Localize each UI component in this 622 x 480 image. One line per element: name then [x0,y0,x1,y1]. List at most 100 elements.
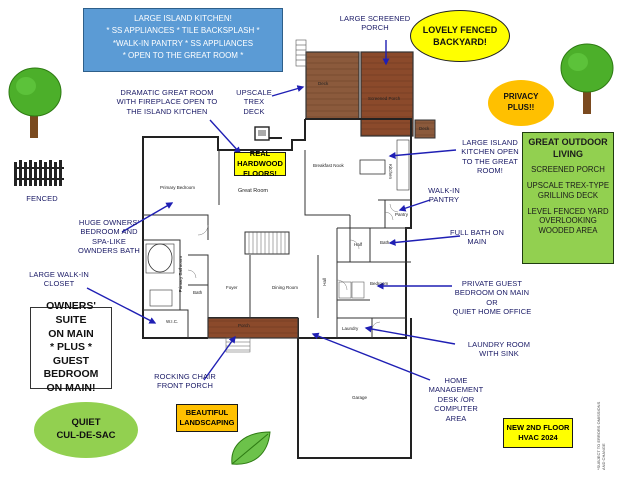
fence-icon [14,160,64,186]
front-porch-area [207,317,299,339]
arrow-full-bath [388,235,461,246]
oval-line: LOVELY FENCED [422,24,498,35]
box-line: BEAUTIFUL [185,408,229,418]
quiet-cul-de-sac-oval: QUIET CUL-DE-SAC [34,402,138,458]
box-line: HVAC 2024 [518,433,558,442]
label-line: ROCKING CHAIR [154,372,216,381]
title-line: LIVING [552,148,583,159]
box-line: REAL HARDWOOD [237,149,283,169]
box-line: NEW 2ND FLOOR [506,423,570,433]
room-pantry: Pantry [395,212,409,217]
room-screened-porch: Screened Porch [368,96,401,101]
room-half: Half [354,242,363,247]
label-line: WITH SINK [479,349,519,359]
room-bedroom: Bedroom [370,281,389,286]
box-line: ON MAIN! [46,382,96,395]
large-walk-in-closet-label: LARGE WALK-IN CLOSET [24,270,94,289]
lovely-fenced-backyard-oval: LOVELY FENCED BACKYARD! [410,10,510,62]
beautiful-landscaping-box: BEAUTIFUL LANDSCAPING [176,404,238,432]
great-outdoor-living-title: GREAT OUTDOOR LIVING [526,137,610,160]
label-line: HOME [444,376,468,385]
real-hardwood-box: REAL HARDWOOD FLOORS! [234,149,286,178]
room-laundry: Laundry [342,326,359,331]
privacy-plus-oval: PRIVACY PLUS!! [488,80,554,126]
label-line: WITH FIREPLACE OPEN TO [116,97,218,107]
large-island-kitchen-open-label: LARGE ISLAND KITCHEN OPEN TO THE GREAT R… [455,138,525,176]
label-line: PRIVATE GUEST [461,279,523,288]
box-line: * PLUS * [49,341,92,354]
arrow-owners-bedroom [121,202,174,233]
label-line: OR [486,297,498,307]
arrow-great-room [209,119,241,155]
outdoor-item: UPSCALE TREX-TYPE GRILLING DECK [526,181,610,200]
room-primary-bedroom: Primary Bedroom [160,185,196,190]
box-line: LANDSCAPING [179,418,235,427]
room-foyer: Foyer [226,285,238,290]
huge-owners-bedroom-label: HUGE OWNERS' BEDROOM AND SPA-LIKE OWNDER… [78,218,140,256]
label-line: LARGE WALK-IN [29,270,89,279]
outdoor-item: LEVEL FENCED YARD OVERLOOKING WOODED ARE… [527,206,609,236]
small-deck-area [414,119,436,139]
room-dining-room: Dining Room [272,285,299,290]
label-line: UPSCALE [236,88,272,97]
island-kitchen-box-line: * OPEN TO THE GREAT ROOM * [122,51,244,61]
dramatic-great-room-label: DRAMATIC GREAT ROOM WITH FIREPLACE OPEN … [112,88,222,116]
deck-area [305,51,360,120]
great-outdoor-living-box: GREAT OUTDOOR LIVING SCREENED PORCH UPSC… [522,132,614,264]
room-wic: W.I.C. [166,319,179,324]
room-garage: Garage [352,395,368,400]
home-management-desk-label: HOME MANAGEMENT DESK /OR COMPUTER AREA [426,376,486,423]
room-hall: Hall [322,278,327,286]
walk-in-pantry-label: WALK-IN PANTRY [424,186,464,205]
island-kitchen-box-line: * SS APPLIANCES * TILE BACKSPLASH * [106,26,260,36]
label-line: SPA-LIKE [91,236,126,246]
screened-porch-area [360,51,414,137]
room-bath-right: Bath [380,240,390,245]
upscale-trex-deck-label: UPSCALE TREX DECK [234,88,274,116]
box-line: FLOORS! [243,168,277,178]
label-line: PORCH [361,23,389,33]
tree-icon [560,43,614,114]
bathtub [147,243,173,273]
label-line: OWNDERS BATH [78,246,140,256]
leaf-icon [231,431,271,465]
fenced-label: FENCED [26,194,58,203]
label-line: COMPUTER AREA [434,404,478,423]
label-line: FULL BATH ON [449,228,505,237]
full-bath-on-main-label: FULL BATH ON MAIN [446,228,508,247]
arrow-laundry [364,325,456,345]
oval-line: PLUS!! [507,103,535,112]
label-line: TO THE GREAT [462,156,518,166]
owners-suite-box: OWNERS' SUITE ON MAIN * PLUS * GUEST BED… [30,300,112,394]
island-kitchen-box-line: LARGE ISLAND KITCHEN! [134,14,232,23]
room-deck: Deck [318,81,329,86]
label-line: QUIET HOME OFFICE [452,307,532,317]
label-line: WALK-IN [428,186,460,195]
label-line: DESK /OR [437,394,475,404]
label-line: FRONT PORCH [157,381,213,391]
room-bath-left: Bath [193,290,203,295]
label-line: TREX DECK [243,97,265,116]
tree-icon [8,67,62,138]
label-line: ROOM! [477,166,503,176]
private-guest-bedroom-label: PRIVATE GUEST BEDROOM ON MAIN OR QUIET H… [442,279,542,317]
kitchen-island [359,159,386,175]
label-line: THE ISLAND KITCHEN [126,106,208,116]
island-kitchen-box-line: *WALK-IN PANTRY * SS APPLIANCES [112,38,254,48]
label-line: KITCHEN OPEN [461,147,519,157]
label-line: BEDROOM ON MAIN [454,288,530,298]
arrow-front-porch [203,335,236,381]
laundry-room-with-sink-label: LAUNDRY ROOM WITH SINK [464,340,534,359]
room-breakfast-nook: Breakfast Nook [313,163,344,168]
label-line: CLOSET [43,279,75,289]
oval-line: PRIVACY [503,92,539,102]
room-porch: Porch [238,323,250,328]
oval-line: BACKYARD! [433,37,487,47]
label-line: LARGE ISLAND [462,138,518,147]
arrow-walk-in-closet [86,287,157,324]
label-line: LAUNDRY ROOM [467,340,531,349]
room-primary-bathroom: Primary Bathroom [178,256,183,293]
oval-line: QUIET [71,417,101,429]
